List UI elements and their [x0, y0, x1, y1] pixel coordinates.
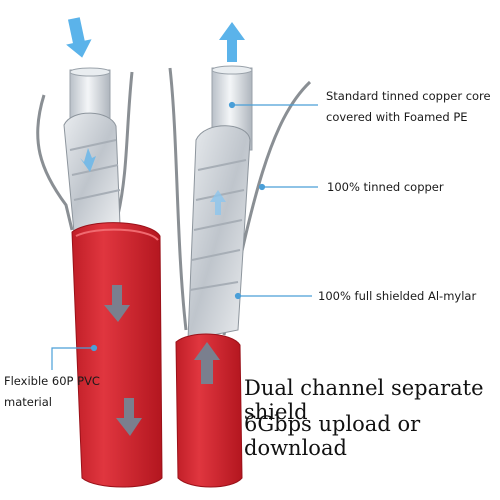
right-jacket: [175, 333, 243, 488]
core-label-line2: covered with Foamed PE: [326, 110, 468, 124]
arrow-up-icon: [210, 190, 226, 215]
jacket-label-line1: Flexible 60P PVC: [4, 374, 100, 388]
right-cable: [168, 65, 312, 488]
shield-label: 100% full shielded Al-mylar: [318, 289, 477, 303]
left-cable: [36, 67, 163, 488]
right-drain-wire-outer: [168, 67, 188, 331]
drain-label: 100% tinned copper: [327, 180, 444, 194]
arrow-up-icon: [194, 342, 220, 384]
core-label: Standard tinned copper core covered with…: [326, 86, 491, 128]
left-core-tip: [69, 67, 111, 77]
jacket-label-line2: material: [4, 395, 52, 409]
arrow-down-icon: [104, 285, 130, 322]
feature-line1: Dual channel separate shield: [244, 376, 484, 424]
core-label-line1: Standard tinned copper core: [326, 89, 491, 103]
right-foil-shield: [187, 125, 251, 341]
jacket-label: Flexible 60P PVC material: [4, 371, 100, 413]
callout-lines: [51, 101, 318, 370]
arrow-down-icon: [66, 17, 92, 58]
left-foil-shield: [63, 112, 121, 233]
left-drain-wire-outer: [36, 94, 74, 231]
callout-jacket: [51, 347, 94, 370]
left-jacket: [71, 222, 163, 488]
arrow-down-icon: [80, 148, 96, 172]
feature-line2: 6Gbps upload or download: [244, 412, 421, 460]
arrow-down-icon: [116, 398, 142, 436]
left-drain-wire-inner: [116, 71, 134, 216]
right-core-tip: [211, 65, 253, 75]
arrow-up-icon: [219, 22, 245, 62]
